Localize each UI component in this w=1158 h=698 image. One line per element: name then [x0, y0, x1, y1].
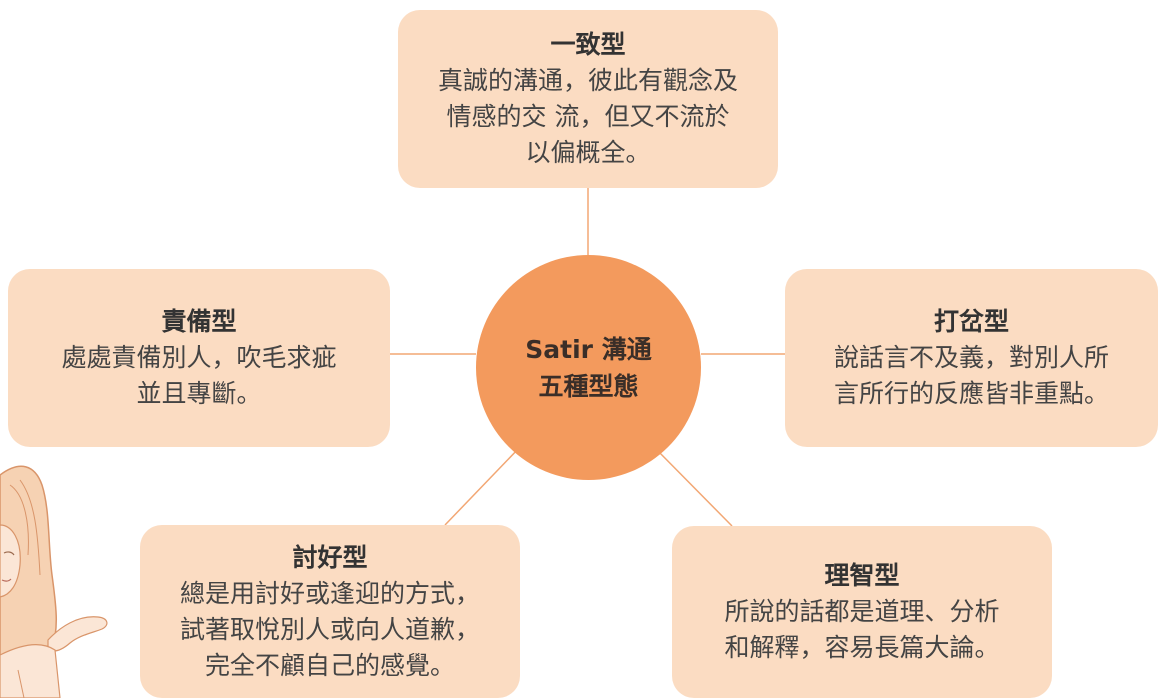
node-description-line: 總是用討好或逢迎的方式， — [179, 578, 480, 608]
node-title: 討好型 — [292, 542, 368, 572]
node-placating: 討好型 總是用討好或逢迎的方式， 試著取悅別人或向人道歉， 完全不顧自己的感覺。 — [140, 525, 520, 698]
node-description-line: 和解釋，容易長篇大論。 — [724, 633, 1000, 662]
node-title: 理智型 — [824, 561, 900, 590]
node-description-line: 以偏概全。 — [525, 138, 651, 167]
node-irrelevant: 打岔型 說話言不及義，對別人所 言所行的反應皆非重點。 — [785, 269, 1158, 447]
center-circle: Satir 溝通 五種型態 — [476, 255, 701, 480]
node-title: 打岔型 — [933, 307, 1009, 336]
node-description: 處處責備別人，吹毛求疵 並且專斷。 — [61, 340, 336, 412]
node-description-line: 真誠的溝通，彼此有觀念及 — [437, 66, 738, 95]
node-description-line: 說話言不及義，對別人所 — [833, 343, 1109, 372]
node-description-line: 處處責備別人，吹毛求疵 — [61, 343, 337, 372]
node-title: 一致型 — [550, 30, 626, 59]
node-blaming: 責備型 處處責備別人，吹毛求疵 並且專斷。 — [8, 269, 390, 447]
node-congruent: 一致型 真誠的溝通，彼此有觀念及 情感的交 流，但又不流於 以偏概全。 — [398, 10, 778, 188]
node-description-line: 情感的交 流，但又不流於 — [446, 102, 730, 131]
node-description-line: 所說的話都是道理、分析 — [724, 597, 1000, 626]
node-description-line: 完全不顧自己的感覺。 — [204, 650, 455, 680]
node-title: 責備型 — [161, 307, 237, 336]
node-description-line: 試著取悅別人或向人道歉， — [179, 614, 480, 644]
node-description: 所說的話都是道理、分析 和解釋，容易長篇大論。 — [724, 594, 999, 666]
node-super-reasonable: 理智型 所說的話都是道理、分析 和解釋，容易長篇大論。 — [672, 526, 1052, 698]
node-description: 真誠的溝通，彼此有觀念及 情感的交 流，但又不流於 以偏概全。 — [438, 63, 738, 171]
connector-bottom-right — [654, 447, 733, 527]
node-description: 總是用討好或逢迎的方式， 試著取悅別人或向人道歉， 完全不顧自己的感覺。 — [180, 576, 480, 684]
node-description-line: 言所行的反應皆非重點。 — [833, 379, 1109, 408]
connector-bottom-left — [444, 445, 522, 526]
node-description: 說話言不及義，對別人所 言所行的反應皆非重點。 — [834, 340, 1109, 412]
center-title-line: 五種型態 — [538, 371, 639, 401]
node-description-line: 並且專斷。 — [136, 379, 262, 408]
center-title-line: Satir 溝通 — [525, 334, 652, 364]
girl-illustration-icon — [0, 465, 108, 698]
